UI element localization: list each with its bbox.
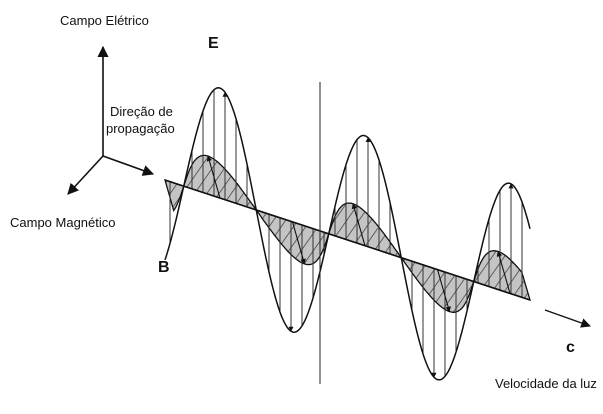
speed-arrow — [544, 309, 591, 328]
speed-label: Velocidade da luz — [495, 376, 597, 391]
electric-wave-curve — [164, 87, 531, 381]
propagation-axis-line — [164, 179, 531, 301]
speed-symbol: c — [566, 339, 575, 356]
magnetic-vector — [351, 203, 366, 246]
magnetic-vector — [496, 250, 511, 294]
electric-field-vectors — [169, 89, 523, 378]
electric-wave-label: E — [208, 35, 219, 52]
magnetic-field-label: Campo Magnético — [10, 215, 116, 230]
magnetic-axis-arrow — [67, 155, 104, 195]
magnetic-vector — [436, 269, 451, 313]
magnetic-vector — [291, 221, 306, 265]
propagation-label-line1: Direção de — [110, 104, 173, 119]
propagation-label-line2: propagação — [106, 121, 175, 136]
magnetic-lobe — [183, 154, 259, 212]
electric-field-label: Campo Elétrico — [60, 13, 149, 28]
axis-triad — [67, 45, 155, 195]
magnetic-field-vectors — [206, 155, 511, 313]
magnetic-wave-label: B — [158, 259, 170, 276]
magnetic-lobe — [473, 250, 531, 302]
magnetic-wave — [164, 154, 531, 313]
magnetic-vector — [206, 155, 221, 199]
magnetic-lobe — [254, 208, 330, 266]
propagation-axis-arrow — [102, 155, 155, 176]
